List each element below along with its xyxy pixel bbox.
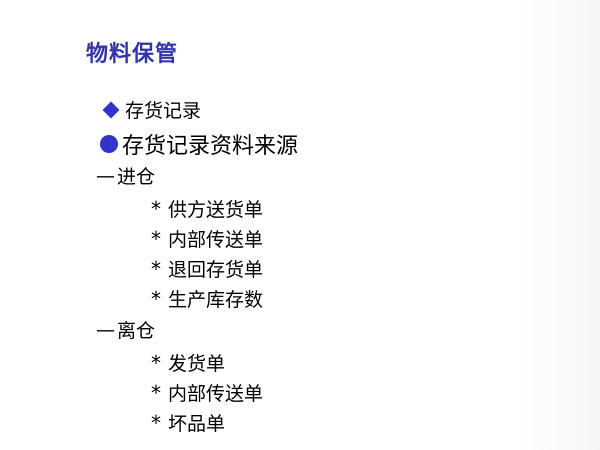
list-item: * 内部传送单 xyxy=(146,379,263,406)
list-item: * 坏品单 xyxy=(146,409,225,436)
list-item: * 内部传送单 xyxy=(146,225,263,252)
section-in-warehouse: — 进仓 xyxy=(96,162,155,189)
list-item-text: 内部传送单 xyxy=(168,229,264,251)
list-item: * 供方送货单 xyxy=(146,195,263,222)
list-item-text: 发货单 xyxy=(168,353,226,375)
dash: — xyxy=(96,318,115,341)
line-text: 存货记录 xyxy=(125,100,202,122)
section-out-warehouse: — 离仓 xyxy=(96,316,155,343)
asterisk: * xyxy=(151,196,161,221)
list-item-text: 坏品单 xyxy=(168,413,226,435)
list-item-text: 内部传送单 xyxy=(168,383,264,405)
section-label: 进仓 xyxy=(117,166,156,188)
asterisk: * xyxy=(151,410,161,435)
list-item: * 发货单 xyxy=(146,349,225,376)
list-item-text: 生产库存数 xyxy=(168,289,264,311)
asterisk: * xyxy=(151,350,161,375)
list-item-text: 退回存货单 xyxy=(168,259,264,281)
diamond-bullet-icon xyxy=(102,101,120,118)
asterisk: * xyxy=(151,256,161,281)
list-item: * 生产库存数 xyxy=(146,285,263,312)
list-item: * 退回存货单 xyxy=(146,255,263,282)
bullet-line-inventory-records: 存货记录 xyxy=(101,96,201,123)
line-text: 存货记录资料来源 xyxy=(122,134,299,159)
circle-bullet-icon xyxy=(100,135,118,153)
dash: — xyxy=(96,164,115,187)
asterisk: * xyxy=(151,226,161,251)
asterisk: * xyxy=(151,380,161,405)
section-label: 离仓 xyxy=(117,320,156,342)
bullet-line-record-sources: 存货记录资料来源 xyxy=(100,128,298,160)
slide-title: 物料保管 xyxy=(86,42,179,67)
asterisk: * xyxy=(151,286,161,311)
list-item-text: 供方送货单 xyxy=(168,199,264,221)
